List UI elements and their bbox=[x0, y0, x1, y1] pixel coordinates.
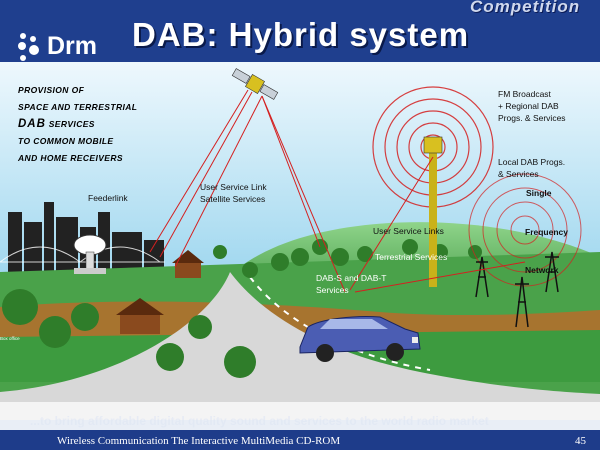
pylons bbox=[475, 251, 559, 328]
frequency-label: Frequency bbox=[525, 227, 568, 237]
single-label: Single bbox=[526, 188, 552, 198]
provision-statement: PROVISION OF SPACE AND TERRESTRIAL DAB S… bbox=[18, 82, 137, 167]
foreground-white bbox=[0, 402, 600, 420]
tagline: ...to bring affordable digital quality s… bbox=[30, 414, 489, 428]
provision-line-1: PROVISION OF bbox=[18, 85, 85, 95]
provision-line-3: DAB SERVICES bbox=[18, 116, 137, 133]
fm-tower bbox=[372, 86, 494, 287]
hybrid-system-illustration: Box office bbox=[0, 62, 600, 420]
regional-dab-label: + Regional DAB bbox=[498, 101, 559, 111]
sfn-rings bbox=[468, 173, 582, 287]
provision-line-5: AND HOME RECEIVERS bbox=[18, 153, 123, 163]
provision-dab: DAB bbox=[18, 118, 46, 130]
fm-broadcast-label: FM Broadcast bbox=[498, 89, 551, 99]
feeder-dish bbox=[73, 234, 107, 274]
local-services-label: & Services bbox=[498, 169, 539, 179]
user-service-links-label: User Service Links bbox=[373, 226, 444, 236]
terrestrial-services-label: Terrestrial Services bbox=[375, 252, 448, 262]
satellite-services-label: Satellite Services bbox=[200, 194, 266, 204]
city-skyline bbox=[8, 202, 164, 272]
drm-logo-icon bbox=[18, 33, 39, 61]
network-label: Network bbox=[525, 265, 559, 275]
house-1 bbox=[172, 250, 204, 278]
page-title: DAB: Hybrid system bbox=[132, 16, 470, 53]
feederlink-label: Feederlink bbox=[88, 193, 128, 203]
progs-services-label: Progs. & Services bbox=[498, 113, 566, 123]
provision-line-2: SPACE AND TERRESTRIAL bbox=[18, 102, 138, 112]
user-service-link-label: User Service Link bbox=[200, 182, 267, 192]
page-number: 45 bbox=[575, 435, 586, 447]
svg-text:Box office: Box office bbox=[0, 336, 20, 341]
local-dab-label: Local DAB Progs. bbox=[498, 157, 566, 167]
provision-services: SERVICES bbox=[48, 119, 95, 129]
house-2 bbox=[116, 298, 164, 334]
footer-band bbox=[0, 420, 600, 430]
section-tag: Competition bbox=[470, 0, 581, 16]
dab-s-t-label-2: Services bbox=[316, 285, 349, 295]
provision-line-4: TO COMMON MOBILE bbox=[18, 136, 114, 146]
signal-lines bbox=[149, 89, 526, 293]
dab-s-t-label-1: DAB-S and DAB-T bbox=[316, 273, 387, 283]
satellite-icon bbox=[231, 68, 279, 100]
bottom-bar bbox=[0, 430, 600, 450]
cd-title: Wireless Communication The Interactive M… bbox=[57, 435, 341, 447]
logo-text: Drm bbox=[47, 32, 98, 60]
car-icon bbox=[299, 316, 421, 362]
